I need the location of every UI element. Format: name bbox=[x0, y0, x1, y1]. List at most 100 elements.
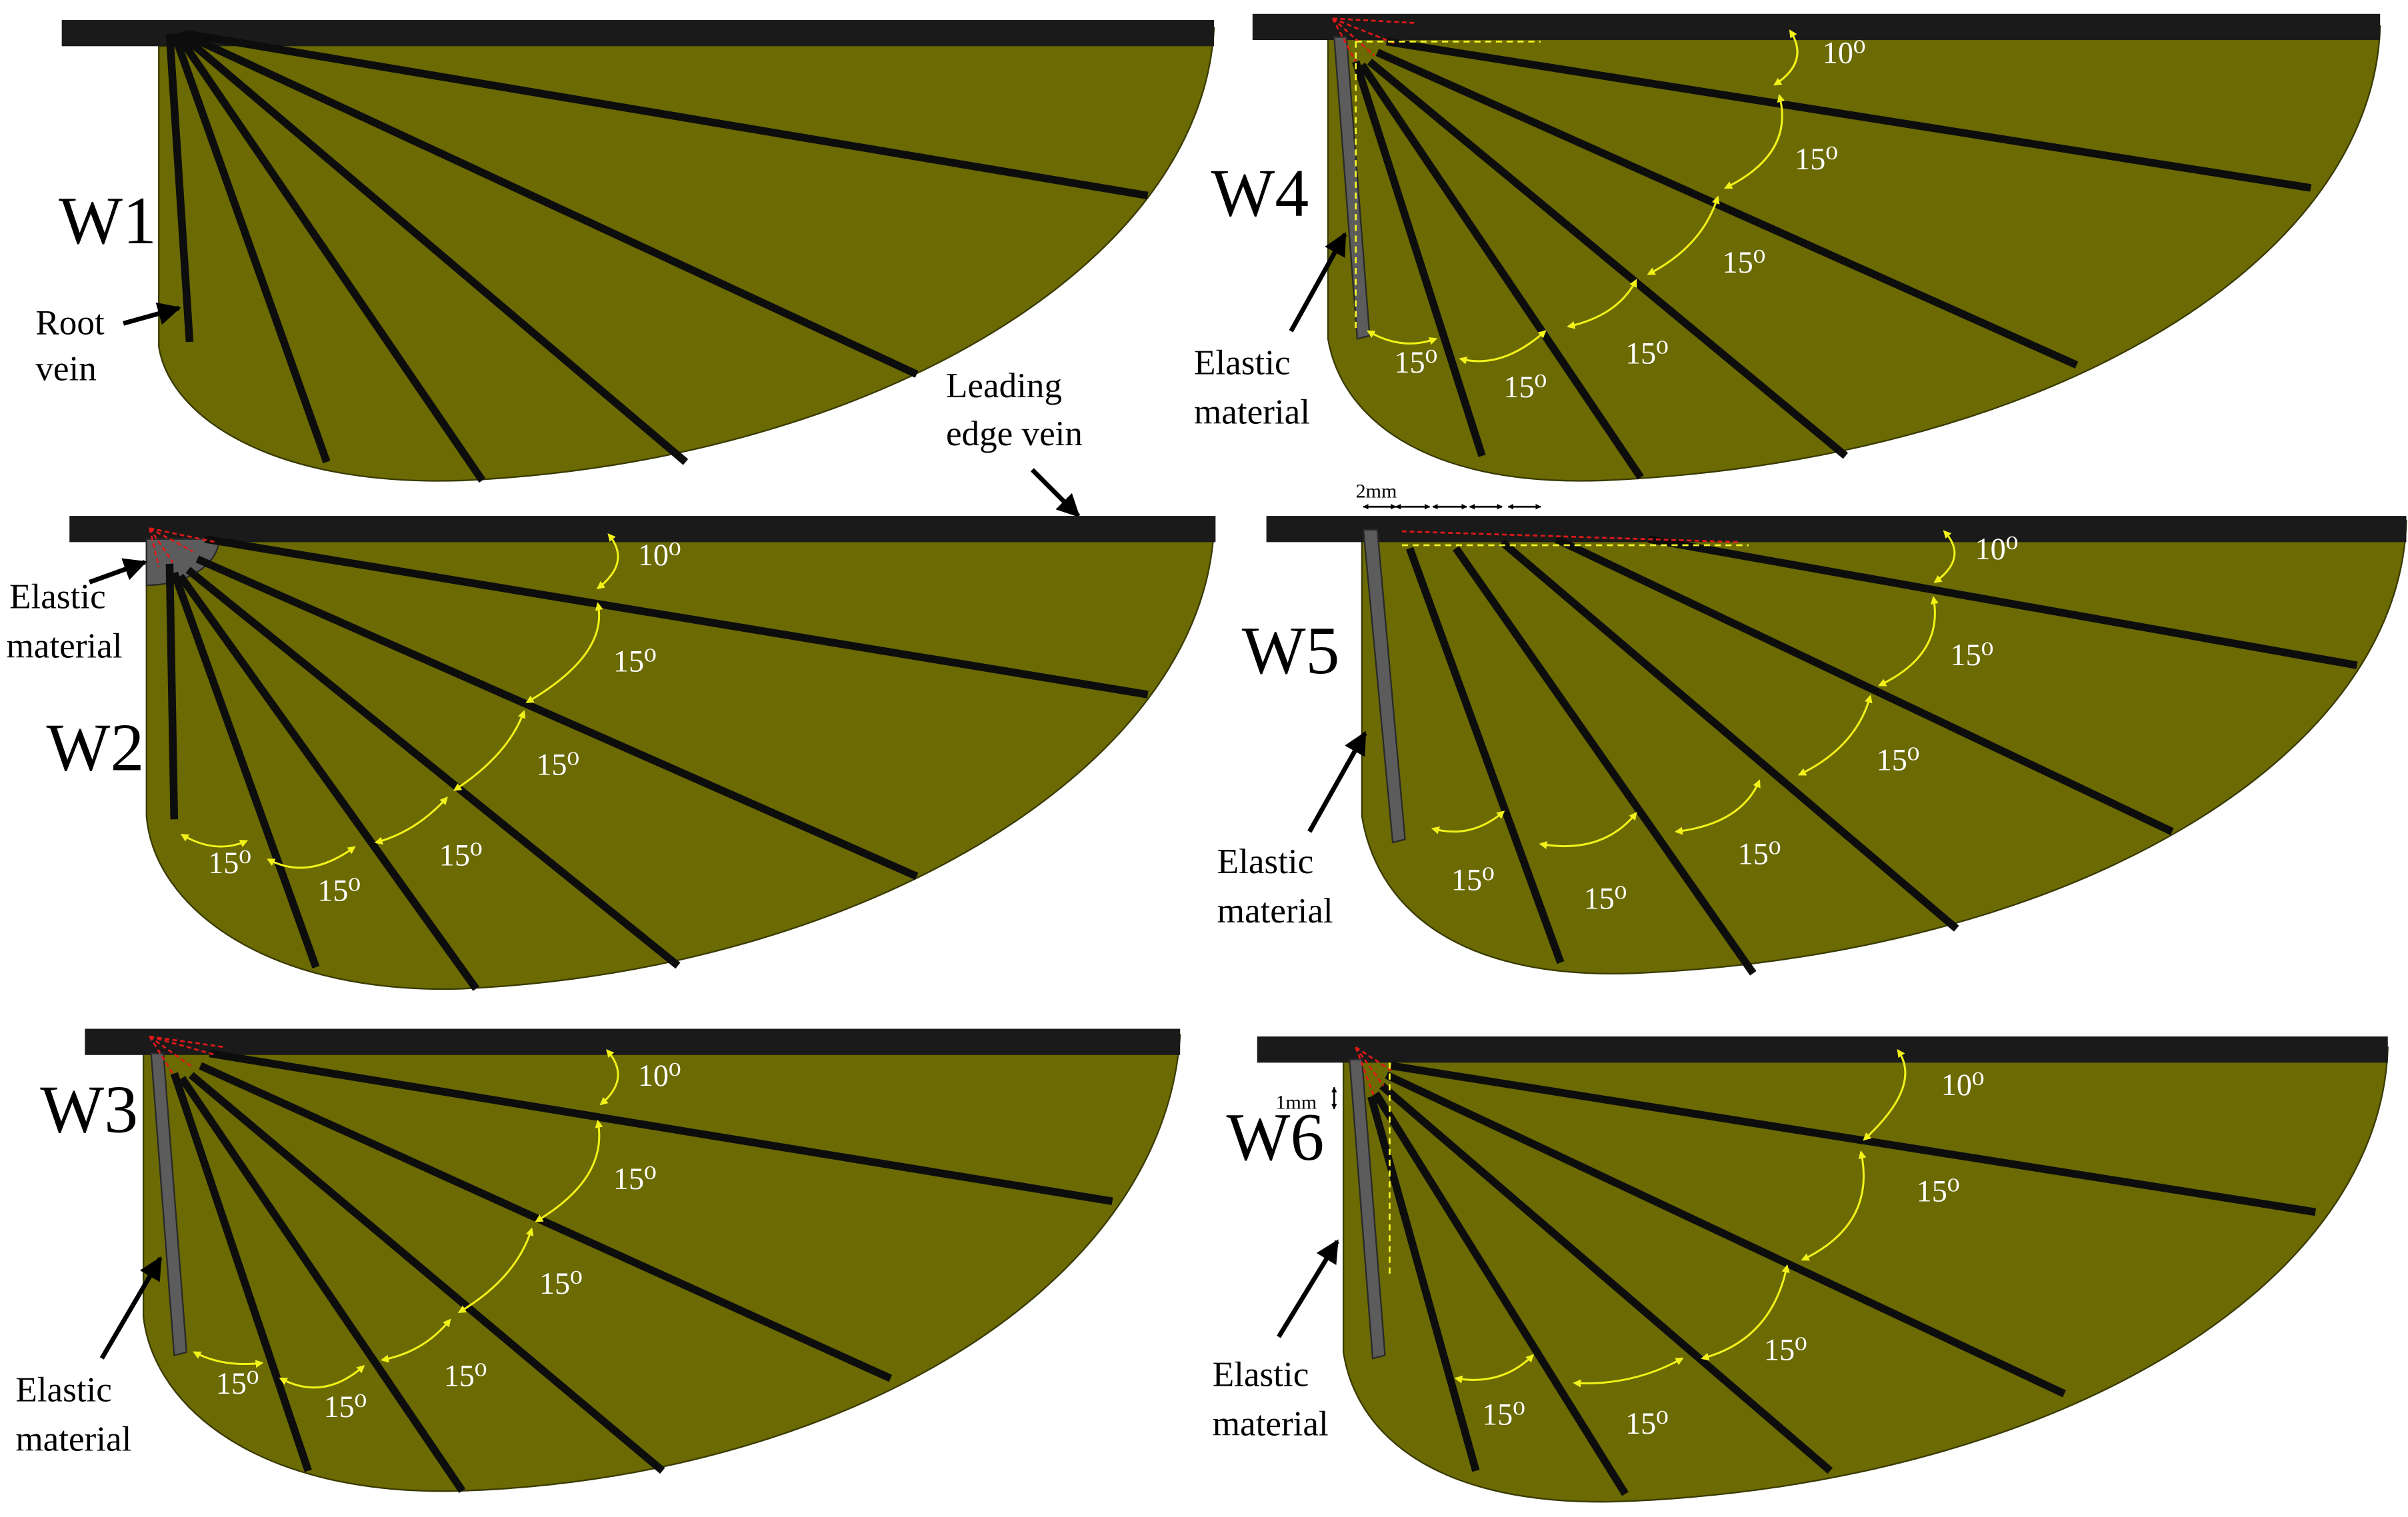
radial-vein bbox=[1385, 37, 2312, 192]
angle-label: 15⁰ bbox=[1503, 370, 1547, 404]
angle-label: 15⁰ bbox=[1723, 245, 1766, 279]
angle-arc bbox=[453, 710, 526, 791]
panel-title: W4 bbox=[1211, 155, 1309, 230]
angle-arc bbox=[1573, 1357, 1684, 1388]
angle-label: 15⁰ bbox=[1482, 1397, 1525, 1431]
elastic-material-arrow bbox=[1277, 1239, 1339, 1338]
angle-arc bbox=[380, 1318, 451, 1363]
root-vein-label: Root bbox=[35, 303, 105, 342]
red-guide-line bbox=[149, 528, 160, 567]
angle-label: 15⁰ bbox=[208, 846, 251, 880]
angle-arc bbox=[1567, 279, 1637, 329]
angle-label: 15⁰ bbox=[1795, 142, 1838, 176]
radial-vein bbox=[189, 1072, 665, 1474]
radial-veins bbox=[1406, 535, 2358, 976]
leading-edge-vein bbox=[85, 1028, 1181, 1055]
angle-label: 15⁰ bbox=[444, 1359, 487, 1393]
radial-vein bbox=[174, 31, 486, 483]
radial-vein bbox=[185, 567, 681, 969]
elastic-material-arrow bbox=[1289, 232, 1347, 333]
angle-label: 15⁰ bbox=[1877, 743, 1920, 776]
leading-edge-vein bbox=[1266, 516, 2407, 543]
angle-arc bbox=[1701, 1264, 1790, 1361]
radial-vein bbox=[1379, 1082, 1833, 1474]
leading-edge-label: Leading bbox=[946, 367, 1062, 405]
elastic-material-label: material bbox=[6, 627, 122, 666]
elastic-material-arrow bbox=[89, 558, 147, 585]
angle-arc bbox=[599, 1049, 619, 1106]
leading-edge-vein bbox=[69, 516, 1216, 543]
angle-arc bbox=[1454, 1354, 1535, 1384]
elastic-material-label: Elastic bbox=[1217, 842, 1314, 881]
angle-arc bbox=[1674, 779, 1761, 835]
angle-label: 10⁰ bbox=[1941, 1068, 1985, 1102]
radial-veins bbox=[165, 30, 1149, 483]
spacing-label: 2mm bbox=[1356, 480, 1397, 502]
angle-labels: 10⁰ 15⁰ 15⁰ 15⁰ 15⁰ bbox=[1482, 1068, 1984, 1440]
red-guide-line bbox=[1332, 17, 1395, 44]
radial-vein bbox=[170, 571, 320, 969]
elastic-material-label: material bbox=[1194, 393, 1310, 431]
angle-label: 10⁰ bbox=[1975, 532, 2018, 566]
radial-vein bbox=[1367, 58, 1849, 459]
angle-arcs bbox=[193, 1049, 619, 1389]
elastic-material-label: material bbox=[1213, 1405, 1329, 1444]
angle-arc bbox=[525, 602, 603, 703]
red-guide-line bbox=[149, 1035, 225, 1048]
angle-arc bbox=[1933, 530, 1956, 583]
angle-label: 15⁰ bbox=[439, 838, 483, 872]
radial-vein bbox=[1499, 539, 1959, 932]
leading-edge-arrow bbox=[1030, 468, 1081, 518]
angle-arc bbox=[535, 1119, 603, 1222]
radial-vein bbox=[1647, 535, 2358, 669]
angle-arcs bbox=[1454, 1048, 1907, 1388]
radial-veins bbox=[1352, 37, 2312, 480]
angle-label: 15⁰ bbox=[216, 1366, 259, 1400]
panel-w5: 2mm W5 Elastic material 10⁰ 15⁰ 15⁰ 15⁰ … bbox=[1217, 480, 2407, 976]
red-guide-line bbox=[1332, 17, 1418, 25]
angle-arc bbox=[374, 796, 448, 845]
angle-arc bbox=[180, 834, 249, 848]
radial-vein bbox=[1372, 1091, 1629, 1496]
angle-label: 15⁰ bbox=[1625, 336, 1669, 370]
panel-title: W5 bbox=[1242, 613, 1340, 688]
radial-vein bbox=[165, 563, 179, 820]
red-guides bbox=[149, 1035, 225, 1074]
angle-arc bbox=[1723, 93, 1785, 189]
radial-vein bbox=[185, 30, 1149, 200]
red-guide-line bbox=[149, 527, 174, 563]
angle-arc bbox=[596, 533, 619, 590]
radial-vein bbox=[1406, 547, 1565, 964]
red-guide-line bbox=[149, 527, 193, 553]
radial-vein bbox=[1453, 546, 1757, 976]
radial-vein bbox=[195, 555, 919, 880]
elastic-material-label: Elastic bbox=[1213, 1356, 1309, 1394]
red-guide-line bbox=[149, 527, 216, 543]
angle-label: 15⁰ bbox=[1917, 1174, 1960, 1208]
panel-w3: W3 Elastic material 10⁰ 15⁰ 15⁰ 15⁰ 15⁰ … bbox=[15, 1028, 1181, 1493]
radial-vein bbox=[181, 30, 919, 378]
radial-vein bbox=[1359, 62, 1644, 480]
red-guides bbox=[1401, 530, 1741, 543]
wing-membrane bbox=[1361, 519, 2407, 974]
red-guide-line bbox=[149, 1035, 217, 1056]
elastic-material-label: Elastic bbox=[9, 578, 106, 617]
angle-label: 15⁰ bbox=[1451, 863, 1495, 897]
angle-arc bbox=[1863, 1048, 1907, 1141]
angle-arc bbox=[1367, 330, 1438, 345]
angle-label: 15⁰ bbox=[1625, 1406, 1669, 1440]
angle-arc bbox=[1431, 810, 1505, 834]
red-guide-line bbox=[1355, 1046, 1385, 1086]
radial-veins bbox=[1367, 1062, 2317, 1496]
spacing-label: 1mm bbox=[1275, 1092, 1317, 1114]
red-guide-line bbox=[1332, 17, 1375, 57]
radial-vein bbox=[209, 1049, 1113, 1206]
angle-label: 15⁰ bbox=[1951, 638, 1994, 672]
red-guides bbox=[149, 527, 216, 567]
elastic-material-label: Elastic bbox=[15, 1371, 112, 1410]
angle-arc bbox=[1797, 695, 1873, 776]
radial-vein bbox=[204, 535, 1149, 699]
angle-arc bbox=[267, 846, 356, 869]
angle-labels: 10⁰ 15⁰ 15⁰ 15⁰ 15⁰ 15⁰ bbox=[1451, 532, 2018, 916]
radial-vein bbox=[1375, 49, 2079, 369]
